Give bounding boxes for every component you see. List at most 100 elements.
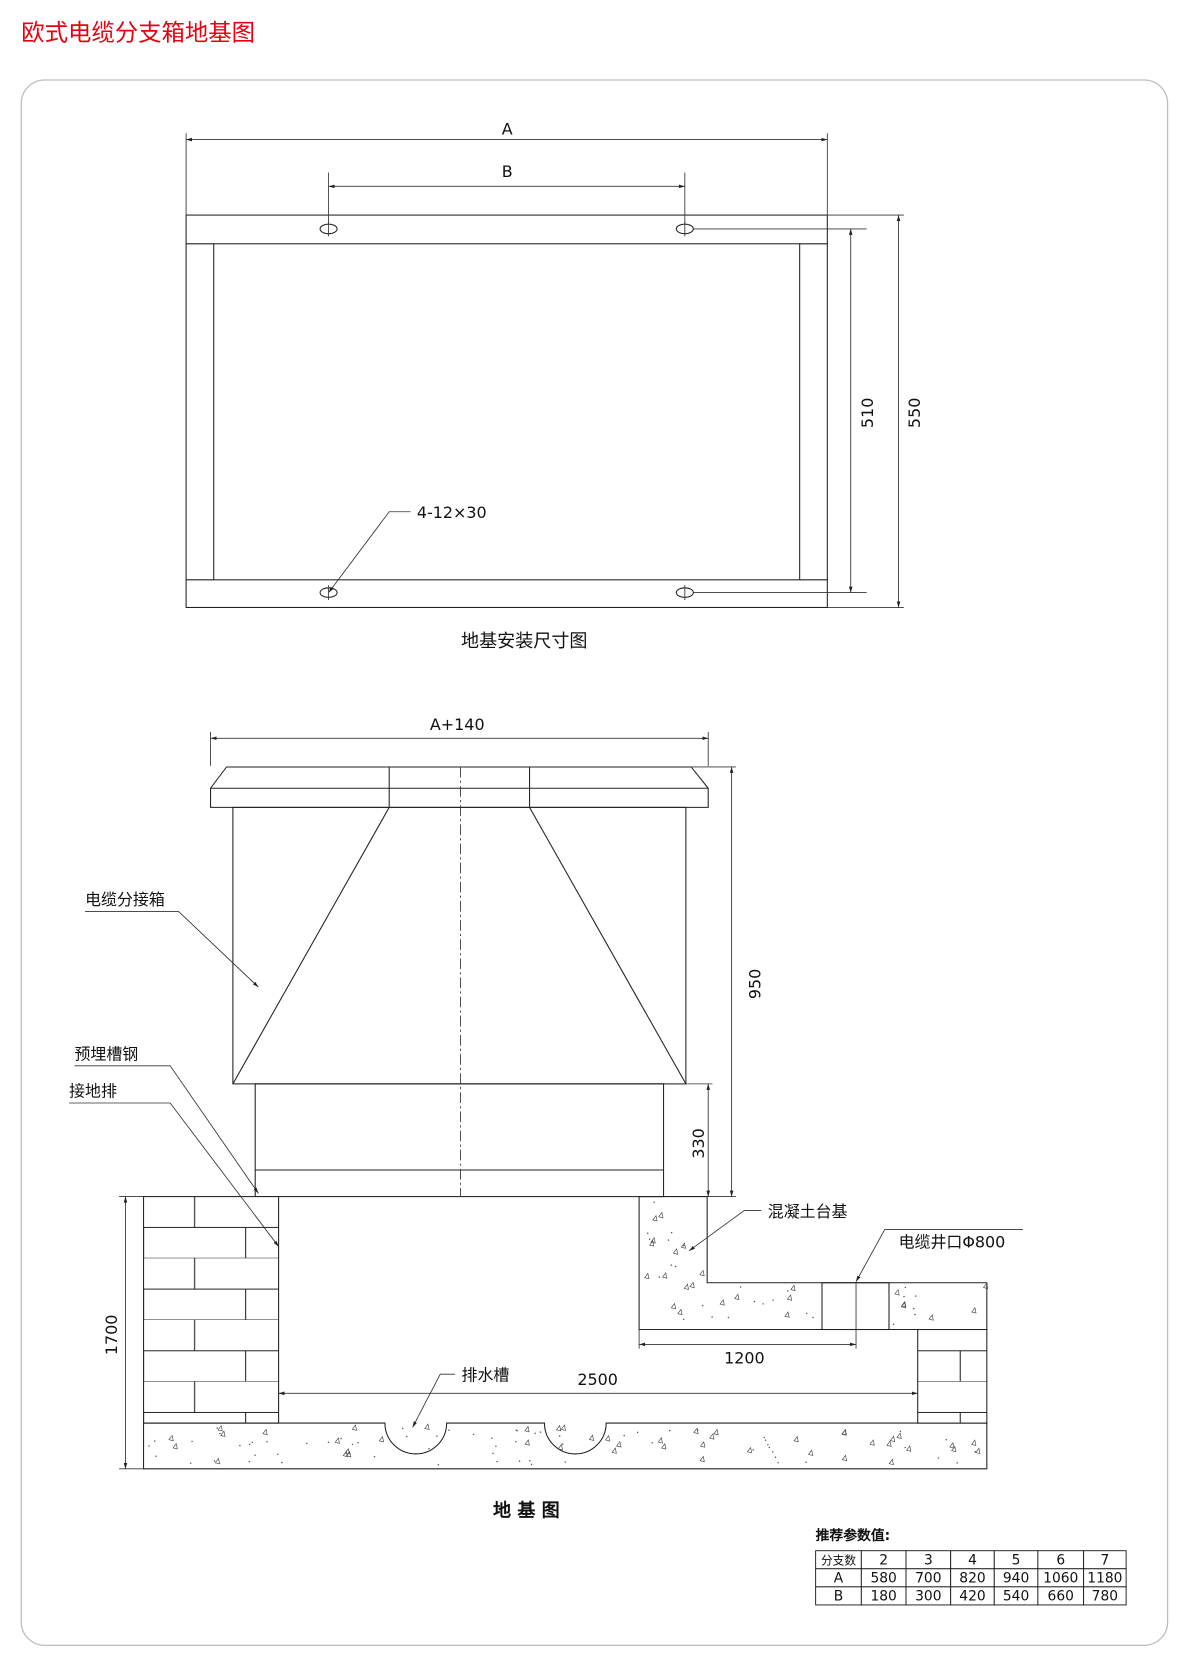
content-frame [20,79,1169,1646]
concrete-speck [670,1264,673,1266]
concrete-speck [711,1316,713,1318]
foundation-section-view: A+140 950 330 1700 [69,715,1023,1522]
concrete-speck [746,1446,753,1454]
concrete-speck [557,1443,563,1451]
dim-1700-label: 1700 [102,1315,121,1356]
concrete-speck [528,1459,531,1462]
concrete-speck [530,1463,533,1466]
concrete-speck [683,1283,689,1290]
concrete-speck [971,1307,977,1314]
concrete-speck [604,1434,611,1442]
concrete-speck [667,1239,670,1241]
concrete-speck [764,1439,767,1442]
concrete-speck [680,1242,686,1249]
concrete-speck [762,1303,764,1305]
concrete-speck [805,1461,807,1464]
hole-note-label: 4-12×30 [417,503,487,522]
concrete-speck [262,1428,268,1436]
concrete-speck [636,1431,639,1434]
concrete-speck [914,1313,916,1316]
concrete-speck [906,1445,912,1452]
concrete-speck [709,1433,715,1440]
table-header-cell: 6 [1056,1553,1065,1569]
concrete-speck [334,1437,340,1444]
dim-510-label: 510 [858,398,877,428]
concrete-speck [492,1452,494,1455]
concrete-speck [448,1429,450,1432]
concrete-speck [886,1440,892,1447]
concrete-speck [701,1304,704,1307]
plan-caption: 地基安装尺寸图 [461,631,587,652]
section-caption: 地 基 图 [493,1500,560,1522]
concrete-speck [428,1447,430,1450]
concrete-speck [254,1454,256,1456]
concrete-speck [892,1323,895,1326]
concrete-speck [248,1443,251,1446]
concrete-speck [912,1307,915,1310]
concrete-speck [661,1443,667,1450]
concrete-bottom-slab [143,1422,988,1470]
concrete-speck [772,1299,774,1301]
concrete-speck [899,1430,902,1433]
concrete-speck [904,1446,906,1449]
concrete-speck [790,1284,796,1292]
concrete-speck [841,1454,848,1462]
dim-b-label: B [502,162,513,181]
concrete-speck [774,1456,777,1459]
concrete-speck [734,1293,740,1301]
foundation-plan-view: A B 510 550 4-12×30 地基安装尺寸图 [185,119,924,652]
table-cell: 180 [870,1589,896,1605]
concrete-speck [378,1435,385,1443]
concrete-speck [496,1460,498,1463]
concrete-speck [689,1281,695,1289]
concrete-speck [805,1312,808,1315]
concrete-speck [539,1431,542,1433]
concrete-speck [841,1429,847,1436]
concrete-speck [903,1295,905,1298]
concrete-speck [351,1443,354,1446]
concrete-speck [653,1201,655,1204]
concrete-speck [534,1432,536,1435]
concrete-speck [649,1240,655,1247]
dim-550-label: 550 [905,398,924,428]
concrete-speck [437,1464,440,1466]
concrete-speck [357,1441,359,1444]
concrete-speck [518,1460,521,1462]
concrete-speck [658,1211,664,1219]
concrete-speck [672,1248,679,1255]
concrete-speck [401,1427,404,1430]
concrete-speck [670,1231,673,1234]
label-cable-well: 电缆井口Φ800 [899,1233,1006,1252]
table-cell: A [834,1571,844,1587]
label-embedded-channel: 预埋槽钢 [74,1044,138,1063]
concrete-speck [214,1457,221,1465]
table-cell: 780 [1092,1589,1118,1605]
concrete-speck [248,1461,251,1463]
table-cell: 820 [959,1571,985,1587]
mounting-holes [319,221,694,601]
concrete-speck [220,1430,226,1437]
dim-2500-label: 2500 [577,1370,618,1389]
table-header-cell: 分支数 [821,1554,856,1568]
concrete-speck [340,1437,342,1440]
concrete-speck [693,1427,699,1435]
concrete-speck [405,1435,408,1438]
concrete-speck [251,1441,254,1444]
concrete-speck [945,1439,947,1441]
concrete-speck [777,1461,779,1464]
concrete-speck [772,1451,774,1453]
concrete-speck [699,1455,705,1463]
concrete-speck [727,1316,730,1319]
concrete-speck [616,1440,622,1448]
concrete-speck [189,1462,192,1465]
concrete-speck [239,1444,241,1447]
concrete-speck [974,1450,976,1453]
table-cell: 1060 [1043,1571,1078,1587]
table-cell-border [1083,1586,1127,1606]
concrete-speck [975,1447,981,1455]
concrete-speck [669,1429,671,1432]
concrete-speck [914,1295,917,1297]
concrete-speck [652,1214,658,1222]
table-header-cell: 7 [1100,1553,1109,1569]
concrete-speck [644,1272,650,1280]
